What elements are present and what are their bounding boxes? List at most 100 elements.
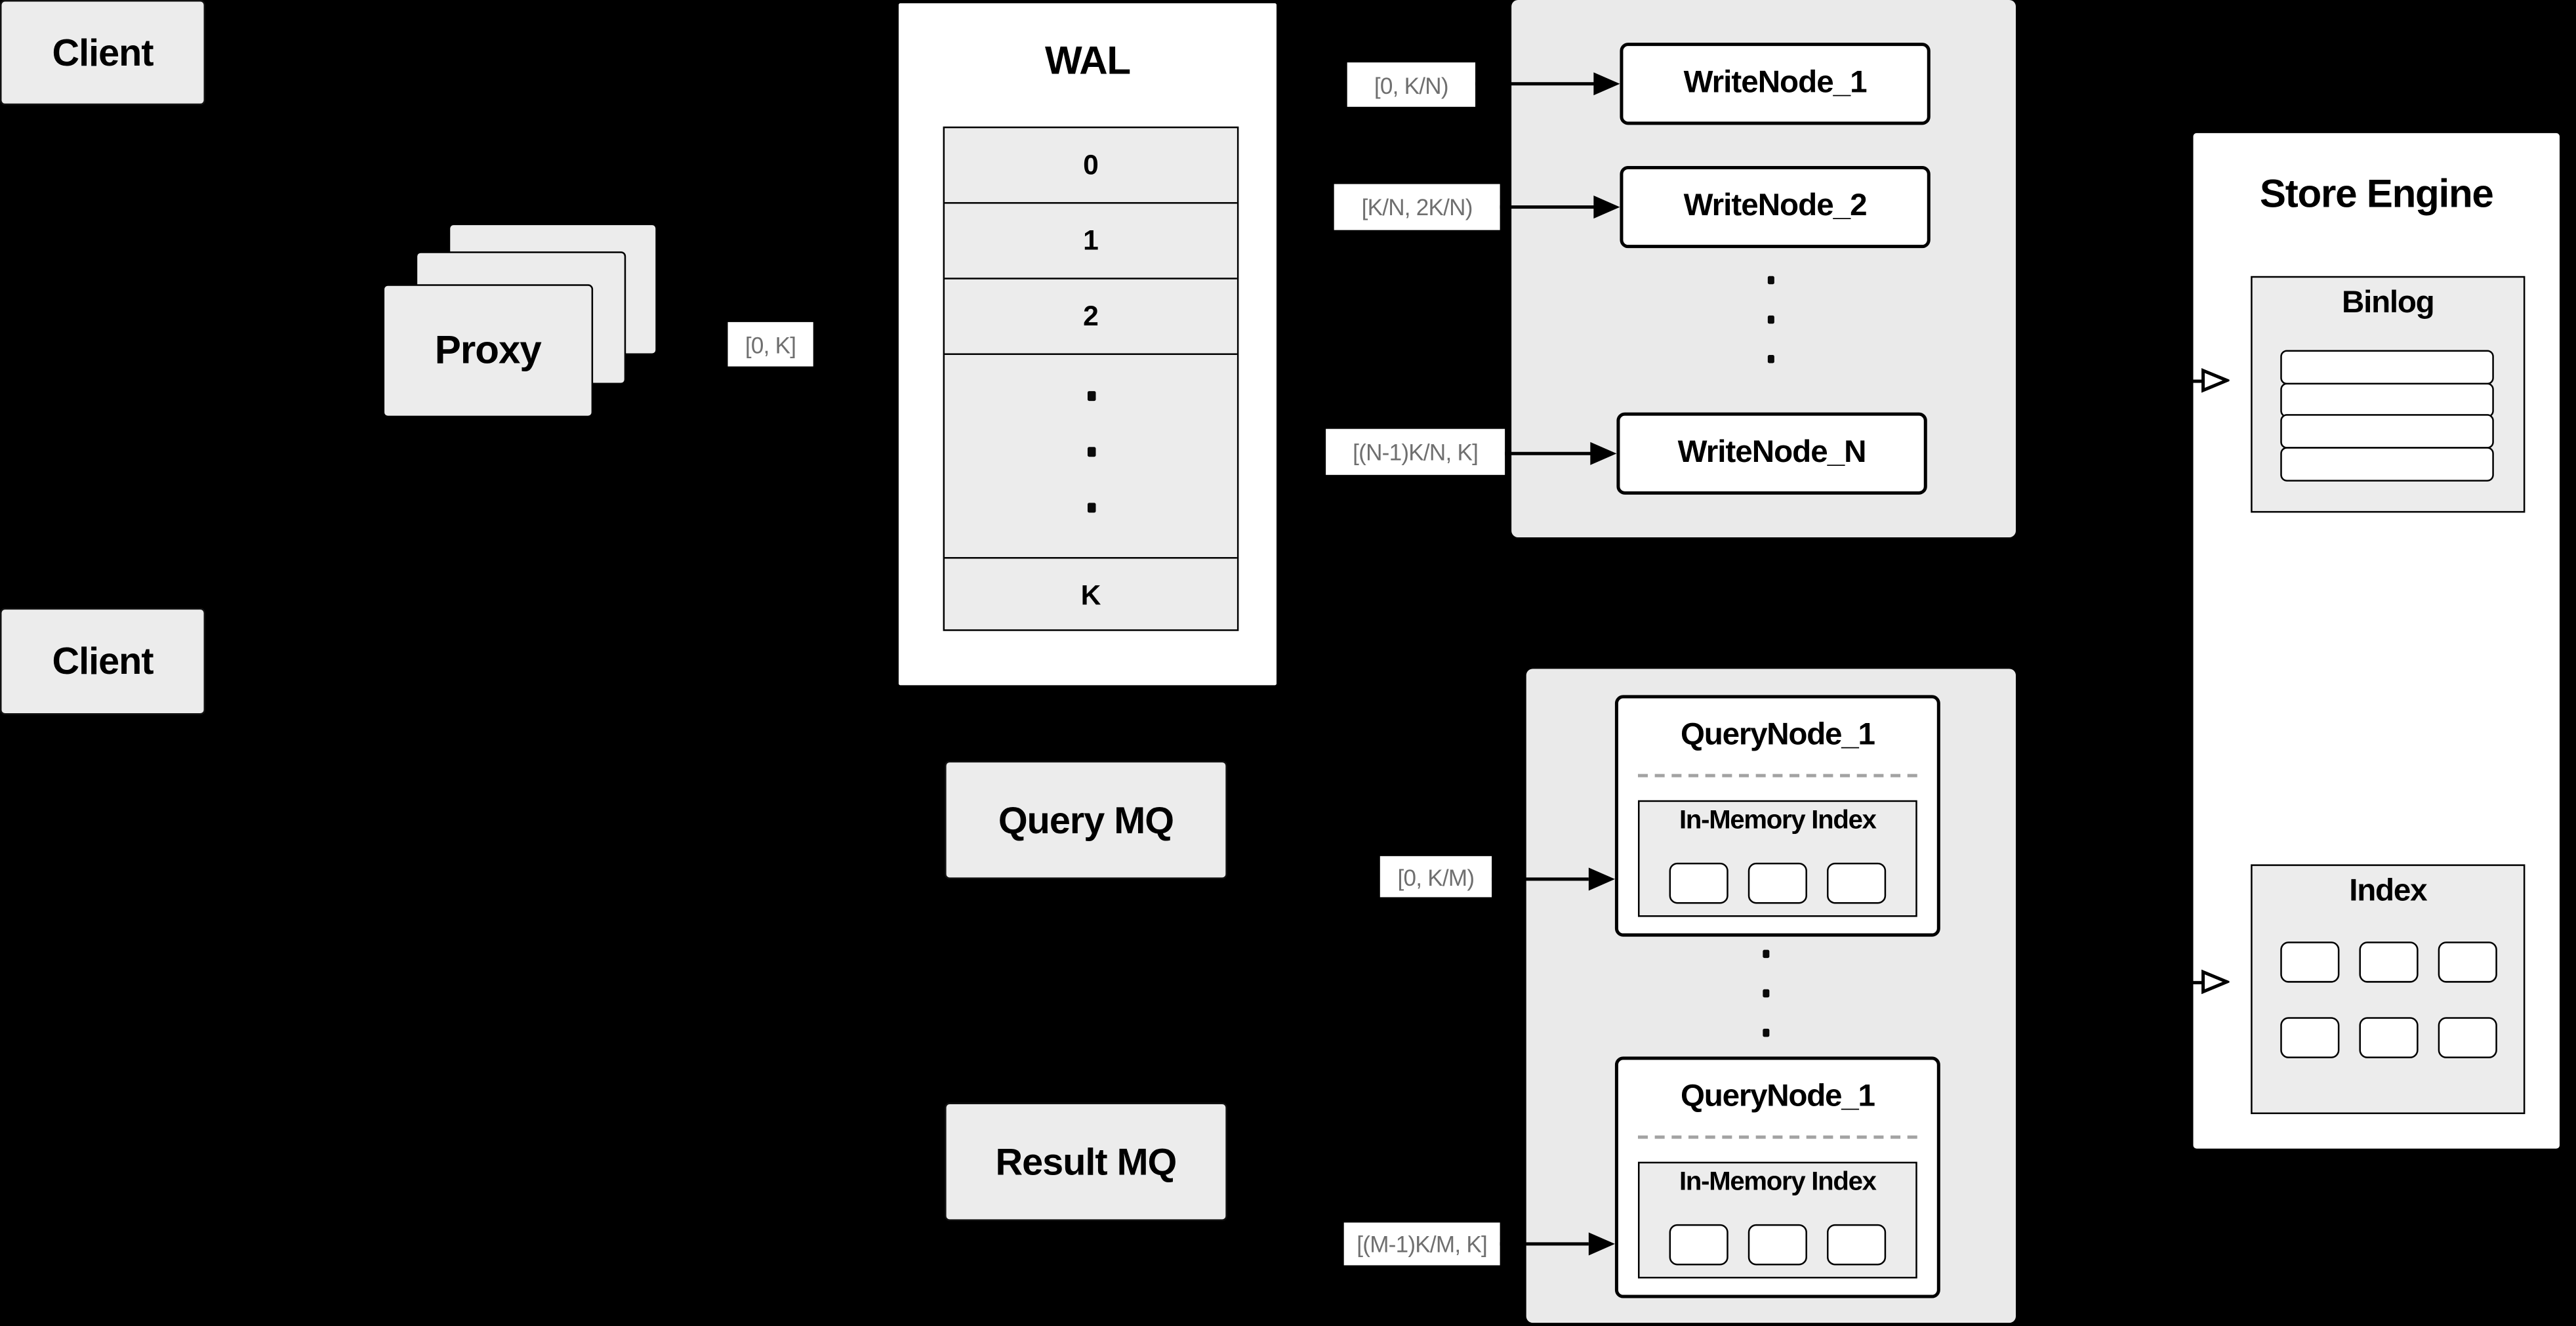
- index-title: Index: [2349, 874, 2427, 909]
- query-node-bottom: QueryNode_1 In-Memory Index: [1614, 1056, 1940, 1298]
- wal-row-k: K: [945, 559, 1237, 633]
- ellipsis-dot: [1087, 503, 1096, 513]
- binlog-title: Binlog: [2342, 285, 2435, 321]
- ellipsis-dot: [1763, 1028, 1770, 1037]
- result-mq-box: Result MQ: [945, 1102, 1227, 1221]
- open-arrow-right-icon: [2201, 368, 2230, 393]
- wal-table: 0 1 2 K: [943, 126, 1239, 633]
- range-chip-write-node-n-text: [(N-1)K/N, K]: [1353, 438, 1479, 465]
- binlog-rows: [2280, 350, 2494, 481]
- index-cell: [2279, 942, 2339, 983]
- store-engine-panel: Store Engine Binlog Index: [2190, 129, 2564, 1152]
- query-node-top-title: QueryNode_1: [1681, 718, 1875, 753]
- range-chip-query-node-top: [0, K/M): [1380, 856, 1492, 898]
- range-chip-query-node-bottom: [(M-1)K/M, K]: [1343, 1222, 1500, 1266]
- index-cell-row: [2253, 942, 2524, 983]
- wal-row-0: 0: [945, 128, 1237, 204]
- wal-row-2-label: 2: [1083, 300, 1099, 331]
- binlog-row: [2280, 414, 2494, 449]
- ellipsis-dot: [1767, 276, 1774, 285]
- arrow-shaft: [1475, 82, 1597, 86]
- write-node-n-label: WriteNode_N: [1677, 435, 1867, 470]
- in-memory-index-box-top: In-Memory Index: [1637, 800, 1917, 917]
- in-memory-cell-row: [1639, 1224, 1915, 1266]
- arrow-right-icon: [1588, 1232, 1615, 1256]
- arrow-shaft: [1492, 877, 1589, 881]
- arrow-right-icon: [1588, 867, 1615, 891]
- in-memory-index-bottom-title: In-Memory Index: [1679, 1168, 1877, 1197]
- client-bottom-label: Client: [52, 639, 154, 682]
- index-cell: [2437, 1017, 2497, 1058]
- index-cell: [2279, 1017, 2339, 1058]
- range-chip-write-node-2: [K/N, 2K/N): [1334, 184, 1500, 230]
- wal-row-1-label: 1: [1083, 224, 1099, 256]
- wal-row-k-label: K: [1080, 579, 1101, 611]
- query-node-bottom-title: QueryNode_1: [1681, 1079, 1875, 1115]
- arrow-shaft: [2171, 981, 2205, 985]
- binlog-row: [2280, 350, 2494, 385]
- query-mq-box: Query MQ: [945, 760, 1227, 879]
- binlog-row: [2280, 445, 2494, 481]
- arrow-shaft: [1500, 1242, 1589, 1246]
- range-chip-query-node-top-text: [0, K/M): [1397, 863, 1475, 890]
- ellipsis-dot: [1767, 354, 1774, 363]
- client-box-top: Client: [0, 0, 206, 106]
- index-box: Index: [2251, 864, 2525, 1115]
- result-mq-label: Result MQ: [995, 1139, 1177, 1182]
- dashed-divider: [1637, 1135, 1917, 1139]
- memory-cell: [1827, 1224, 1887, 1266]
- wal-row-1: 1: [945, 204, 1237, 280]
- wal-row-ellipsis: [945, 355, 1237, 559]
- in-memory-index-top-title: In-Memory Index: [1679, 806, 1877, 835]
- ellipsis-dot: [1087, 447, 1096, 457]
- write-node-1-label: WriteNode_1: [1683, 66, 1868, 100]
- write-node-n: WriteNode_N: [1616, 412, 1927, 495]
- in-memory-index-box-bottom: In-Memory Index: [1637, 1161, 1917, 1279]
- query-node-top: QueryNode_1 In-Memory Index: [1614, 695, 1940, 937]
- ellipsis-dot: [1087, 391, 1096, 402]
- open-arrow-right-icon: [2201, 969, 2230, 995]
- index-cell: [2358, 942, 2418, 983]
- query-mq-label: Query MQ: [998, 797, 1174, 841]
- memory-cell: [1748, 862, 1807, 904]
- range-chip-write-node-1: [0, K/N): [1347, 62, 1476, 107]
- binlog-row: [2280, 382, 2494, 417]
- index-cell: [2358, 1017, 2418, 1058]
- arrow-right-icon: [1593, 72, 1620, 96]
- write-node-1: WriteNode_1: [1620, 43, 1931, 125]
- range-chip-proxy-to-wal: [0, K]: [727, 321, 813, 367]
- range-chip-query-node-bottom-text: [(M-1)K/M, K]: [1357, 1230, 1487, 1257]
- index-cell: [2437, 942, 2497, 983]
- arrow-shaft: [1505, 451, 1594, 455]
- dashed-divider: [1637, 774, 1917, 777]
- write-node-2: WriteNode_2: [1620, 165, 1931, 249]
- range-chip-write-node-1-text: [0, K/N): [1374, 71, 1449, 98]
- memory-cell: [1748, 1224, 1807, 1266]
- index-cell-row: [2253, 1017, 2524, 1058]
- wal-panel: WAL 0 1 2 K: [895, 0, 1280, 689]
- arrow-right-icon: [1593, 196, 1620, 219]
- ellipsis-dot: [1763, 989, 1770, 998]
- binlog-box: Binlog: [2251, 276, 2525, 513]
- memory-cell: [1669, 1224, 1728, 1266]
- memory-cell: [1827, 862, 1887, 904]
- client-top-label: Client: [52, 30, 154, 73]
- range-chip-write-node-n: [(N-1)K/N, K]: [1326, 428, 1505, 475]
- arrow-shaft: [2171, 379, 2205, 383]
- range-chip-write-node-2-text: [K/N, 2K/N): [1361, 194, 1473, 220]
- ellipsis-dot: [1763, 949, 1770, 959]
- wal-row-2: 2: [945, 280, 1237, 355]
- in-memory-cell-row: [1639, 862, 1915, 904]
- memory-cell: [1669, 862, 1728, 904]
- arrow-right-icon: [1590, 442, 1617, 465]
- ellipsis-dot: [1767, 315, 1774, 324]
- store-engine-title: Store Engine: [2259, 172, 2494, 217]
- range-chip-proxy-to-wal-text: [0, K]: [745, 331, 796, 358]
- proxy-card-front: Proxy: [382, 284, 594, 418]
- proxy-label: Proxy: [434, 327, 542, 373]
- arrow-shaft: [1500, 205, 1597, 209]
- write-node-2-label: WriteNode_2: [1683, 189, 1868, 224]
- client-box-bottom: Client: [0, 608, 206, 715]
- wal-title: WAL: [1045, 39, 1131, 84]
